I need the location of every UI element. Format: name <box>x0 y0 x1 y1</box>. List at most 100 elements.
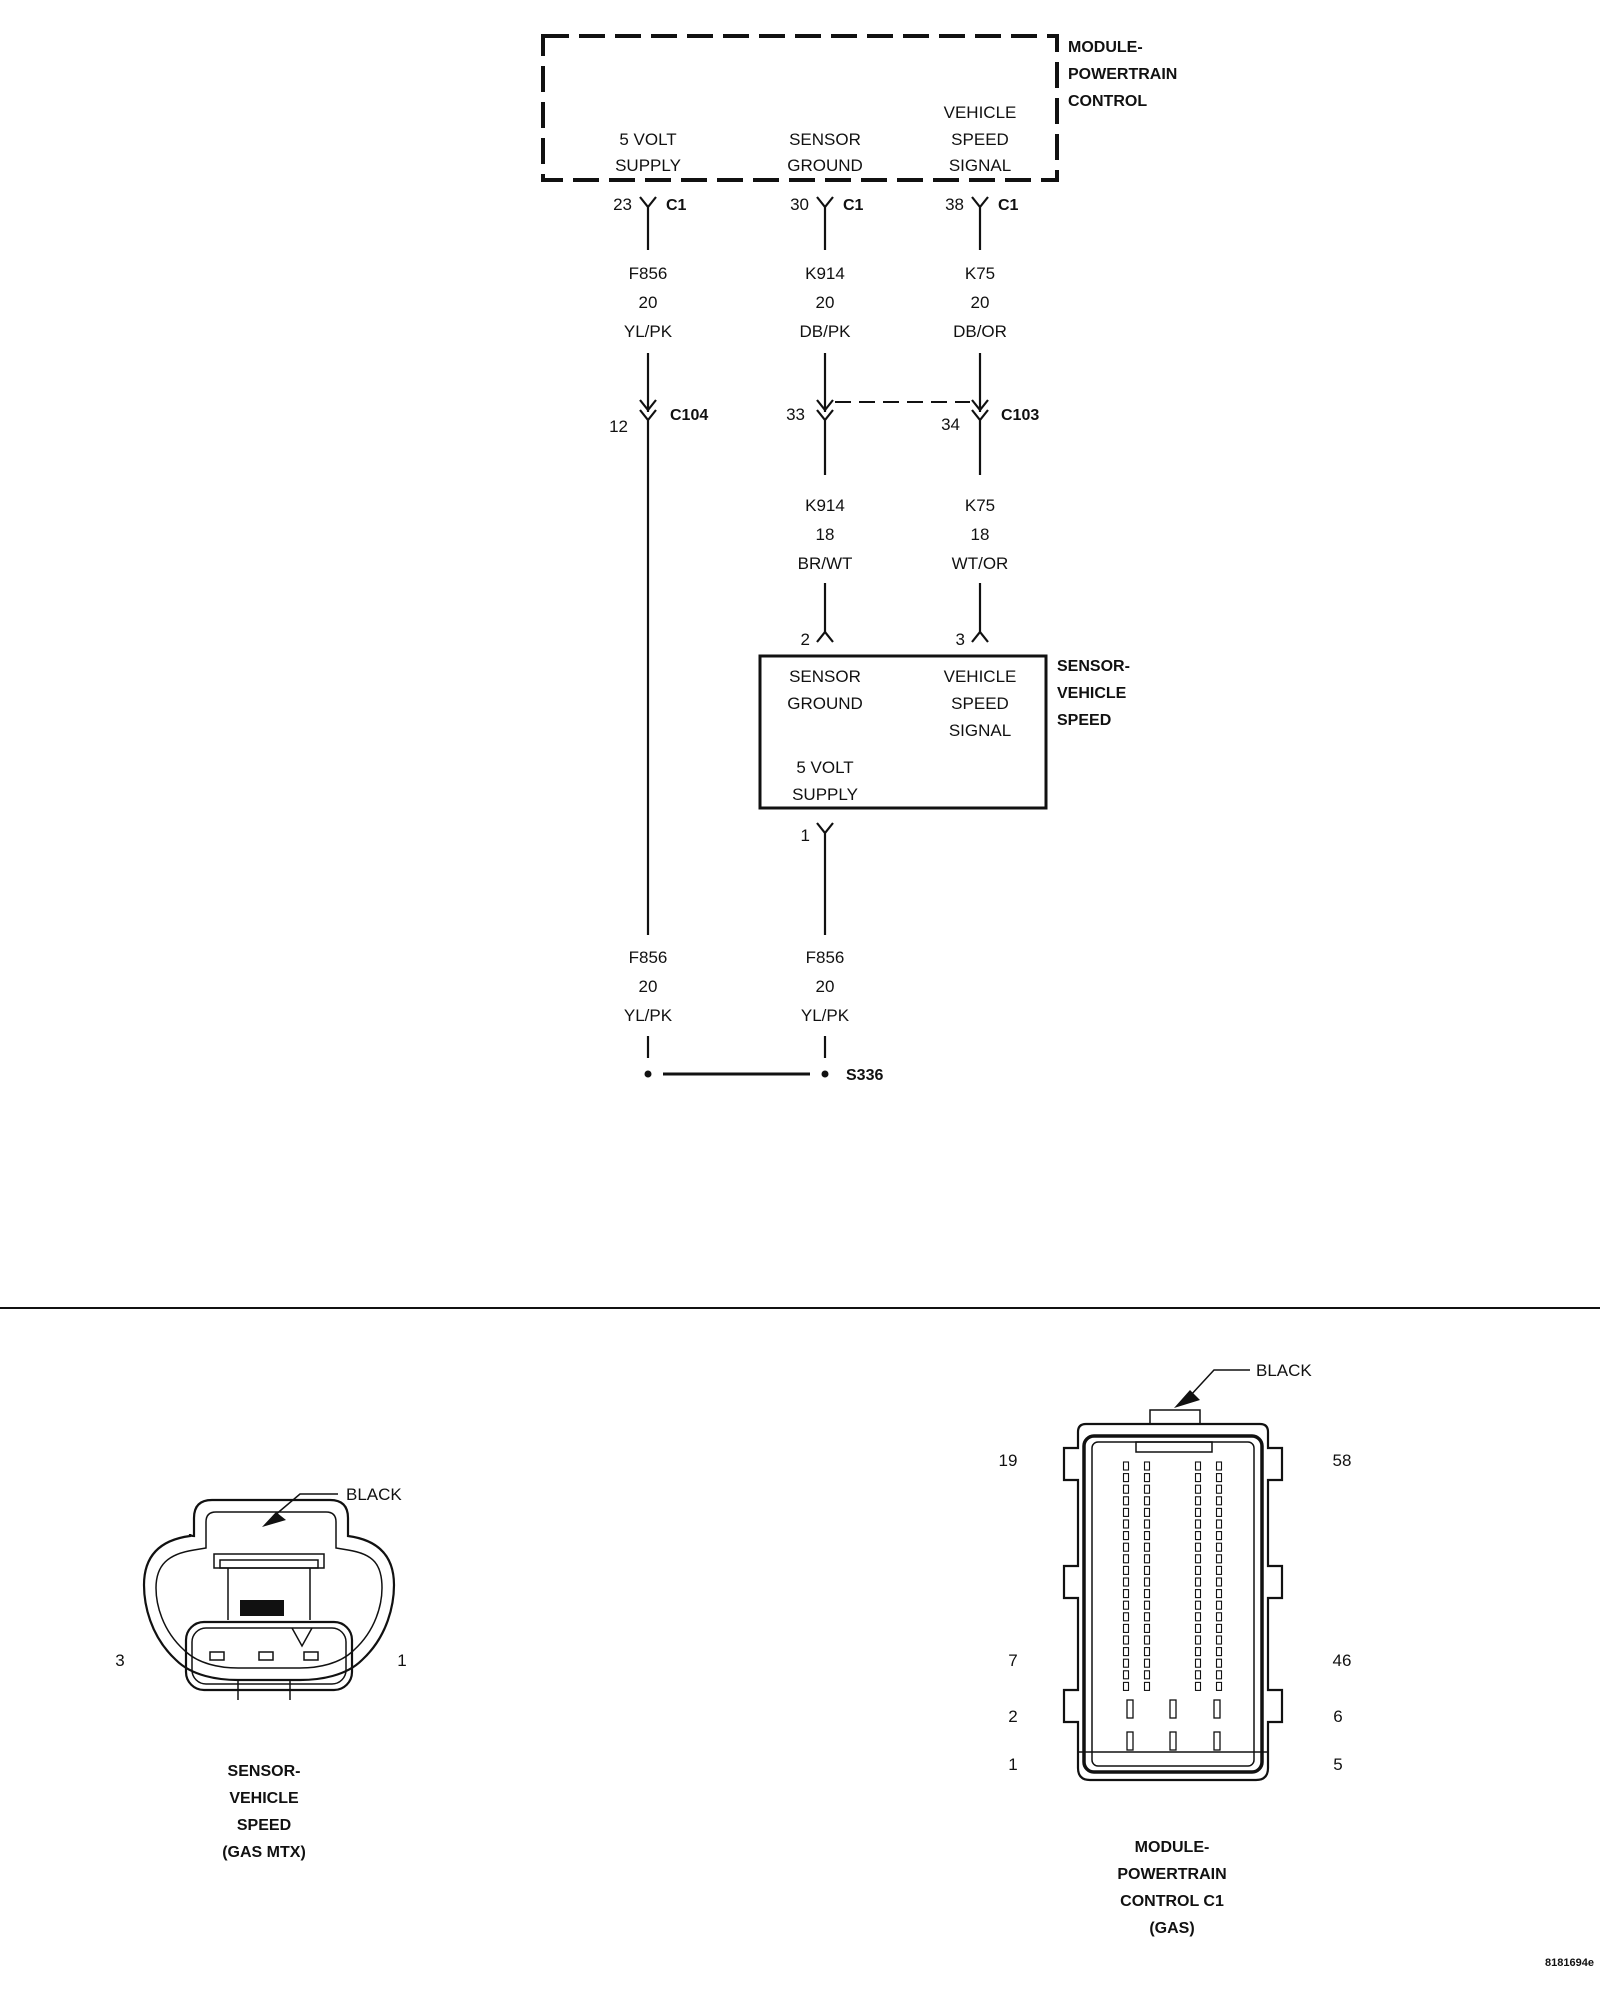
svg-text:SPEED: SPEED <box>951 694 1009 713</box>
pcm-signal-pin-cavity <box>1194 1554 1202 1564</box>
sensor-title: SENSOR- VEHICLE SPEED <box>1057 658 1130 729</box>
pcm-signal-pin-cavity <box>1194 1473 1202 1483</box>
svg-text:F856: F856 <box>629 948 668 967</box>
pcm-signal-pin-cavity <box>1122 1623 1130 1633</box>
wires-to-sensor: 2 3 <box>801 583 989 649</box>
c103-connector: 33 34 C103 <box>786 399 1039 475</box>
pcm-signal-pin-cavity <box>1194 1461 1202 1471</box>
pcm-signal-pin-cavity <box>1194 1600 1202 1610</box>
svg-text:SUPPLY: SUPPLY <box>615 156 681 175</box>
svg-text:C104: C104 <box>670 407 708 424</box>
pcm-signal-pin-cavity <box>1143 1473 1151 1483</box>
pcm-signal-pin-cavity <box>1143 1496 1151 1506</box>
sensor-connector-face <box>142 1498 396 1700</box>
sensor-connector-pin-3: 3 <box>115 1651 124 1670</box>
pcm-signal-pin-cavity <box>1194 1496 1202 1506</box>
wire-labels-top: F856 20 YL/PK K914 20 DB/PK K75 20 DB/OR <box>624 264 1007 341</box>
svg-text:SENSOR: SENSOR <box>789 130 861 149</box>
pcm-signal-pin-cavity <box>1143 1531 1151 1541</box>
svg-text:CONTROL C1: CONTROL C1 <box>1120 1893 1224 1910</box>
svg-text:YL/PK: YL/PK <box>801 1006 850 1025</box>
svg-text:6: 6 <box>1333 1707 1342 1726</box>
svg-text:C1: C1 <box>843 197 864 214</box>
pcm-module-box <box>541 34 1059 182</box>
svg-text:C103: C103 <box>1001 407 1039 424</box>
svg-text:18: 18 <box>816 525 835 544</box>
pcm-signal-pin-cavity <box>1215 1635 1223 1645</box>
pcm-power-pin-cavity <box>1126 1699 1134 1719</box>
pcm-signal-pin-cavity <box>1122 1589 1130 1599</box>
svg-text:33: 33 <box>786 405 805 424</box>
pcm-signal-pin-cavity <box>1143 1519 1151 1529</box>
svg-text:BLACK: BLACK <box>346 1485 402 1504</box>
wire-labels-mid: K914 18 BR/WT K75 18 WT/OR <box>798 496 1009 573</box>
pcm-signal-pin-cavity <box>1122 1565 1130 1575</box>
svg-text:SPEED: SPEED <box>237 1817 291 1834</box>
svg-text:SENSOR-: SENSOR- <box>228 1763 301 1780</box>
svg-text:GROUND: GROUND <box>787 156 863 175</box>
svg-text:2: 2 <box>1008 1707 1017 1726</box>
svg-text:K75: K75 <box>965 496 995 515</box>
pcm-signal-pin-cavity <box>1122 1577 1130 1587</box>
pcm-signal-pin-cavity <box>1122 1496 1130 1506</box>
svg-text:VEHICLE: VEHICLE <box>229 1790 299 1807</box>
svg-text:20: 20 <box>639 977 658 996</box>
svg-text:38: 38 <box>945 195 964 214</box>
sensor-labels: SENSOR GROUND VEHICLE SPEED SIGNAL 5 VOL… <box>787 667 1016 804</box>
pcm-signal-pin-cavity <box>1194 1531 1202 1541</box>
pcm-signal-pin-cavity <box>1122 1531 1130 1541</box>
pcm-signal-pin-cavity <box>1143 1681 1151 1691</box>
svg-text:19: 19 <box>999 1451 1018 1470</box>
pcm-signal-pin-cavity <box>1194 1565 1202 1575</box>
pcm-signal-pin-cavity <box>1194 1542 1202 1552</box>
pcm-signal-pin-cavity <box>1194 1577 1202 1587</box>
sensor-connector-black-callout: BLACK <box>262 1485 402 1527</box>
pcm-signal-pin-cavity <box>1215 1589 1223 1599</box>
svg-text:MODULE-: MODULE- <box>1135 1839 1210 1856</box>
pcm-signal-pin-cavity <box>1215 1600 1223 1610</box>
svg-text:K75: K75 <box>965 264 995 283</box>
pcm-signal-pin-cavity <box>1122 1612 1130 1622</box>
pcm-power-pin-cavity <box>1213 1731 1221 1751</box>
svg-text:VEHICLE: VEHICLE <box>1057 685 1127 702</box>
pcm-signal-pin-cavity <box>1194 1670 1202 1680</box>
pcm-signal-pin-cavity <box>1122 1600 1130 1610</box>
pcm-power-pin-cavity <box>1169 1731 1177 1751</box>
svg-text:SIGNAL: SIGNAL <box>949 721 1011 740</box>
vehicle-speed-sensor-box <box>758 654 1048 810</box>
pcm-signal-pin-cavity <box>1122 1681 1130 1691</box>
pcm-signal-pin-cavity <box>1143 1589 1151 1599</box>
svg-text:SIGNAL: SIGNAL <box>949 156 1011 175</box>
pcm-signal-pin-cavity <box>1215 1670 1223 1680</box>
pcm-signal-pin-cavity <box>1194 1519 1202 1529</box>
pcm-signal-pin-cavity <box>1215 1473 1223 1483</box>
pcm-signal-pin-cavity <box>1194 1484 1202 1494</box>
pcm-signal-pin-cavity <box>1215 1658 1223 1668</box>
pcm-signal-pin-cavity <box>1122 1658 1130 1668</box>
pcm-title: MODULE- POWERTRAIN CONTROL <box>1068 39 1177 110</box>
pcm-signal-pin-cavity <box>1122 1507 1130 1517</box>
svg-text:SUPPLY: SUPPLY <box>792 785 858 804</box>
svg-text:(GAS): (GAS) <box>1149 1920 1194 1937</box>
pcm-connector-pin-numbers: 19 7 2 1 58 46 6 5 <box>999 1451 1352 1774</box>
pcm-signal-pin-cavity <box>1143 1658 1151 1668</box>
pcm-signal-pin-cavity <box>1122 1461 1130 1471</box>
svg-text:S336: S336 <box>846 1067 883 1084</box>
svg-text:K914: K914 <box>805 264 845 283</box>
svg-text:20: 20 <box>639 293 658 312</box>
wire-labels-bottom: F856 20 YL/PK F856 20 YL/PK <box>624 948 850 1025</box>
pcm-c1-connector-face <box>1062 1409 1284 1782</box>
pcm-signal-pin-cavity <box>1143 1554 1151 1564</box>
pcm-signal-pin-cavity <box>1143 1542 1151 1552</box>
svg-text:12: 12 <box>609 417 628 436</box>
svg-text:18: 18 <box>971 525 990 544</box>
svg-text:YL/PK: YL/PK <box>624 1006 673 1025</box>
pcm-signal-pin-cavity <box>1122 1647 1130 1657</box>
pcm-signal-pin-cavity <box>1194 1658 1202 1668</box>
svg-text:BR/WT: BR/WT <box>798 554 853 573</box>
svg-text:VEHICLE: VEHICLE <box>944 667 1017 686</box>
svg-text:CONTROL: CONTROL <box>1068 93 1147 110</box>
svg-text:2: 2 <box>801 630 810 649</box>
wires-to-inline <box>646 353 982 412</box>
svg-text:1: 1 <box>1008 1755 1017 1774</box>
